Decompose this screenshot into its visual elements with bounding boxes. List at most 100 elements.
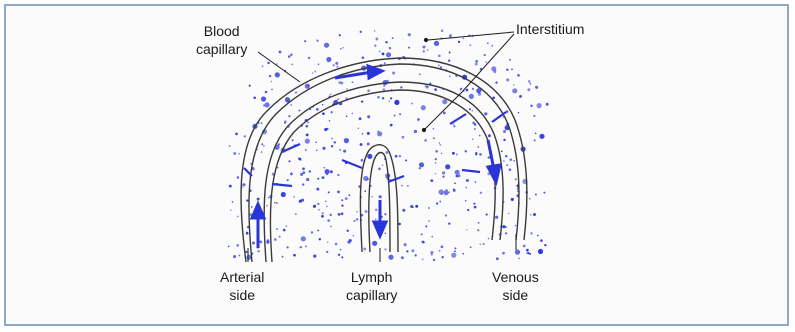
particle-dot [386, 52, 391, 57]
particle-dot [535, 133, 537, 135]
particle-dot [358, 128, 359, 129]
particle-dot [233, 255, 236, 258]
particle-dot [414, 130, 417, 133]
particle-dot [442, 171, 445, 174]
particle-dot [314, 71, 316, 73]
particle-dot [271, 81, 273, 83]
particle-dot [478, 222, 480, 224]
particle-dot [513, 160, 515, 162]
particle-dot [286, 225, 288, 227]
particle-dot [274, 202, 276, 204]
particle-dot [469, 44, 471, 46]
particle-dot [503, 160, 505, 162]
particle-dot [533, 115, 535, 117]
particle-dot [365, 210, 368, 213]
particle-dot [367, 132, 370, 135]
particle-dot [261, 96, 266, 101]
particle-dot [341, 204, 343, 206]
particle-dot [543, 192, 545, 194]
particle-dot [480, 192, 482, 194]
particle-dot [342, 47, 344, 49]
particle-dot [478, 146, 480, 148]
particle-dot [344, 138, 349, 143]
particle-dot [261, 122, 263, 124]
particle-dot [282, 256, 284, 258]
particle-dot [544, 244, 546, 246]
particle-dot [472, 122, 475, 125]
arterial-side-label: Arterial side [220, 268, 264, 304]
particle-dot [379, 51, 380, 52]
particle-dot [326, 251, 328, 253]
venous-in-arrow-2 [462, 170, 480, 172]
particle-dot [441, 245, 444, 248]
particle-dot [313, 205, 316, 208]
particle-dot [388, 255, 393, 260]
particle-dot [435, 162, 437, 164]
particle-dot [465, 150, 468, 153]
particle-dot [446, 189, 448, 191]
particle-dot [439, 250, 441, 252]
particle-dot [233, 152, 236, 155]
particle-dot [506, 68, 509, 71]
particle-dot [382, 53, 385, 56]
particle-dot [306, 178, 309, 181]
particle-dot [363, 248, 366, 251]
venous-side-label: Venous side [492, 268, 539, 304]
particle-dot [288, 115, 290, 117]
particle-dot [505, 232, 507, 234]
particle-dot [307, 85, 309, 87]
particle-dot [259, 240, 262, 243]
particle-dot [427, 49, 429, 51]
particle-dot [455, 170, 460, 175]
particle-dot [474, 128, 476, 130]
particle-dot [253, 97, 256, 100]
particle-dot [431, 236, 433, 238]
particle-dot [375, 219, 376, 220]
particle-dot [337, 98, 339, 100]
particle-dot [304, 40, 306, 42]
particle-dot [466, 229, 467, 230]
particle-dot [389, 47, 391, 49]
particle-dot [467, 209, 469, 211]
particle-dot [422, 45, 425, 48]
particle-dot [327, 242, 328, 243]
particle-dot [311, 231, 314, 234]
particle-dot [359, 117, 362, 120]
particle-dot [268, 197, 269, 198]
particle-dot [384, 213, 386, 215]
particle-dot [316, 188, 319, 191]
particle-dot [503, 130, 506, 133]
particle-dot [445, 164, 450, 169]
particle-dot [305, 84, 310, 89]
particle-dot [463, 38, 465, 40]
particle-dot [331, 111, 333, 113]
particle-dot [341, 199, 343, 201]
particle-dot [515, 250, 520, 255]
particle-dot [261, 143, 263, 145]
particle-dot [422, 259, 424, 261]
particle-dot [471, 110, 473, 112]
particle-dot [502, 252, 505, 255]
particle-dot [431, 254, 433, 256]
particle-dot [329, 120, 330, 121]
particle-dot [337, 174, 339, 176]
particle-dot [361, 159, 364, 162]
particle-dot [305, 139, 310, 144]
particle-dot [469, 94, 474, 99]
particle-dot [305, 149, 307, 151]
particle-dot [488, 134, 491, 137]
particle-dot [438, 65, 440, 67]
particle-dot [353, 235, 355, 237]
particle-dot [526, 249, 529, 252]
particle-dot [509, 168, 512, 171]
particle-dot [527, 88, 530, 91]
particle-dot [488, 156, 490, 158]
particle-dot [408, 33, 411, 36]
particle-dot [448, 191, 450, 193]
particle-dot [384, 248, 386, 250]
particle-dot [322, 147, 325, 150]
particle-dot [329, 214, 331, 216]
particle-dot [299, 200, 302, 203]
particle-dot [363, 176, 368, 181]
particle-dot [438, 54, 441, 57]
